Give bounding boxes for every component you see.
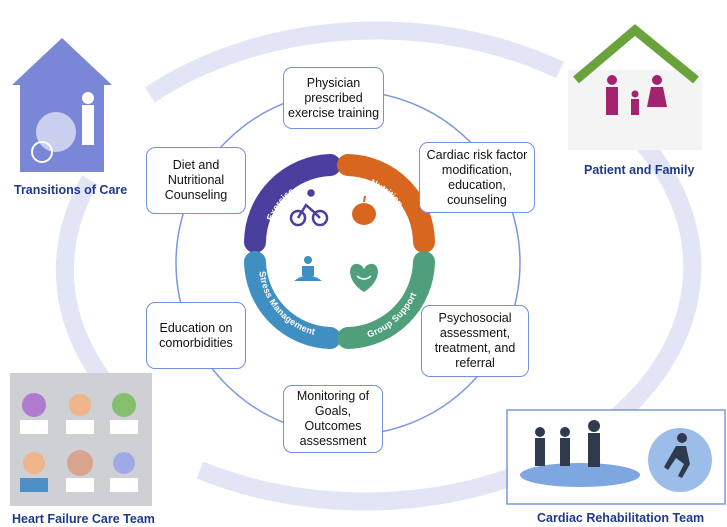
nutrition-arc xyxy=(337,154,435,253)
physician-exercise-box: Physician prescribed exercise training xyxy=(283,67,384,129)
transitions-of-care-image xyxy=(12,38,112,172)
cardiac-rehabilitation-team-image xyxy=(506,409,726,505)
stress-arc xyxy=(244,251,341,349)
heart-failure-care-team-image xyxy=(10,373,152,506)
smiling-heart-icon xyxy=(350,263,378,292)
heart-failure-care-team-label: Heart Failure Care Team xyxy=(12,512,155,526)
cardiac-rehabilitation-team-label: Cardiac Rehabilitation Team xyxy=(537,511,705,525)
monitoring-box: Monitoring of Goals, Outcomes assessment xyxy=(283,385,383,453)
bicycle-icon xyxy=(289,189,329,227)
patient-and-family-label: Patient and Family xyxy=(584,163,695,177)
transitions-of-care-label: Transitions of Care xyxy=(14,183,128,197)
group-support-arc xyxy=(337,251,435,349)
psychosocial-box: Psychosocial assessment, treatment, and … xyxy=(421,305,529,377)
cardiac-risk-box: Cardiac risk factor modification, educat… xyxy=(419,142,535,213)
patient-and-family-image xyxy=(568,24,702,150)
apple-icon xyxy=(352,195,376,225)
comorbidities-education-box: Education on comorbidities xyxy=(146,302,246,369)
meditation-icon xyxy=(294,256,322,281)
exercise-arc xyxy=(244,154,341,253)
diet-counseling-box: Diet and Nutritional Counseling xyxy=(146,147,246,214)
outer-ring xyxy=(55,21,702,511)
